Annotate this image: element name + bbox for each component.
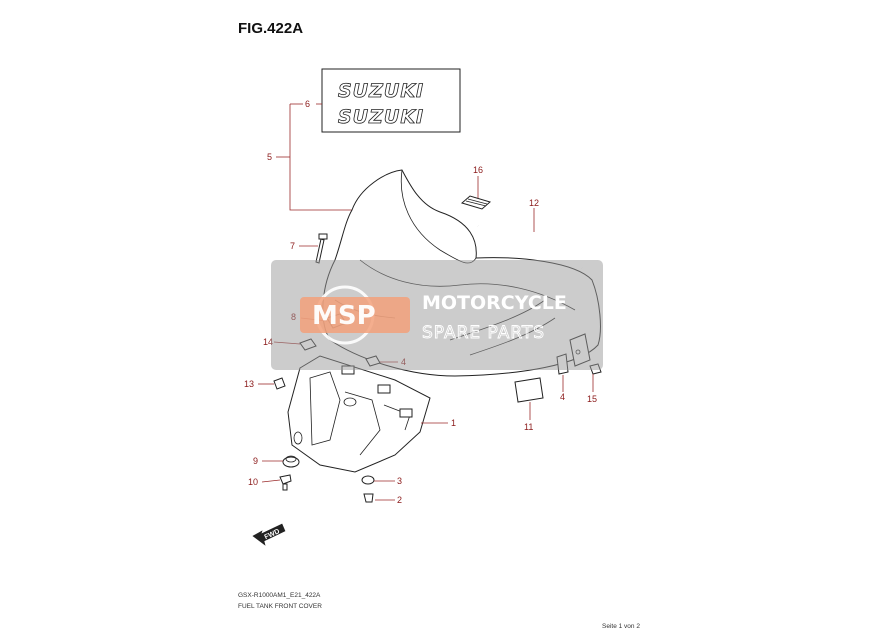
callout-6: 6 (305, 99, 310, 109)
callout-12: 12 (529, 198, 539, 208)
emblem-logo-top: SUZUKI (338, 80, 424, 102)
callout-13: 13 (244, 379, 254, 389)
model-code: GSX-R1000AM1_E21_422A (238, 592, 321, 599)
callout-14: 14 (263, 337, 273, 347)
watermark: MSP MOTORCYCLE SPARE PARTS (271, 260, 603, 370)
callout-16: 16 (473, 165, 483, 175)
forward-arrow-label: FWD (264, 528, 281, 541)
watermark-badge-bg (300, 297, 410, 333)
callout-10: 10 (248, 477, 258, 487)
callout-15: 15 (587, 394, 597, 404)
callout-3: 3 (397, 476, 402, 486)
callout-bracket-5-6 (276, 103, 352, 211)
figure-title: FIG.422A (238, 20, 303, 37)
callout-1: 1 (451, 418, 456, 428)
watermark-line-2: SPARE PARTS (422, 323, 545, 343)
leader-lines (258, 176, 594, 501)
rubber-pad (460, 195, 492, 210)
callout-11: 11 (524, 422, 533, 432)
watermark-line-1: MOTORCYCLE (422, 292, 567, 314)
vent-hose (476, 224, 584, 269)
bolt-7 (315, 233, 328, 264)
callout-5: 5 (267, 152, 272, 162)
emblem-logo-bottom: SUZUKI (338, 106, 424, 128)
callout-2: 2 (397, 495, 402, 505)
callout-9: 9 (253, 456, 258, 466)
forward-arrow: FWD (252, 523, 286, 546)
emblem-decal: SUZUKI SUZUKI (321, 68, 461, 133)
callout-7: 7 (290, 241, 295, 251)
callout-4-b: 4 (560, 392, 565, 402)
watermark-badge-text: MSP (312, 301, 376, 331)
section-name: FUEL TANK FRONT COVER (238, 603, 322, 610)
lower-cover-frame (287, 355, 431, 473)
page-indicator: Seite 1 von 2 (602, 623, 640, 630)
